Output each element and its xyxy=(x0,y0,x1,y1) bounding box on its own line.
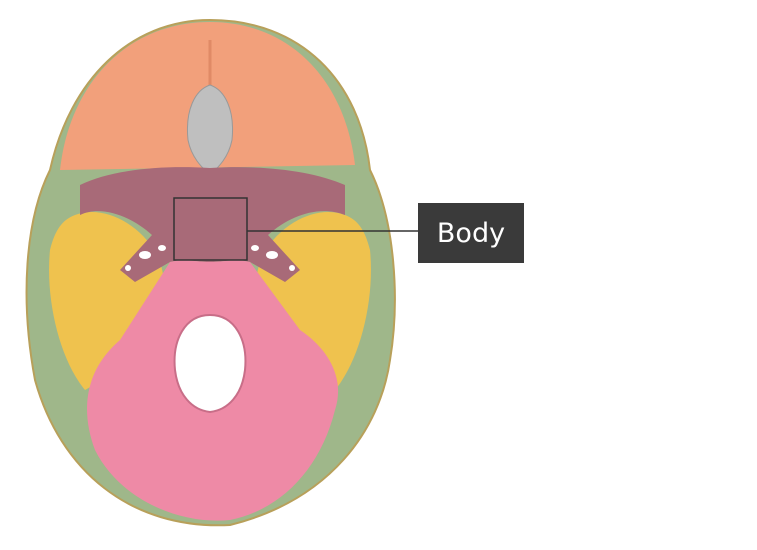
body-label: Body xyxy=(418,203,524,263)
foramen-magnum xyxy=(173,313,247,414)
foramen-left-3 xyxy=(125,265,131,271)
foramen-right-3 xyxy=(289,265,295,271)
sphenoid-body-highlight-box xyxy=(173,197,248,261)
foramen-left-2 xyxy=(158,245,166,251)
foramen-right-1 xyxy=(266,251,278,259)
foramen-right-2 xyxy=(251,245,259,251)
body-label-text: Body xyxy=(436,217,506,249)
foramen-left-1 xyxy=(139,251,151,259)
